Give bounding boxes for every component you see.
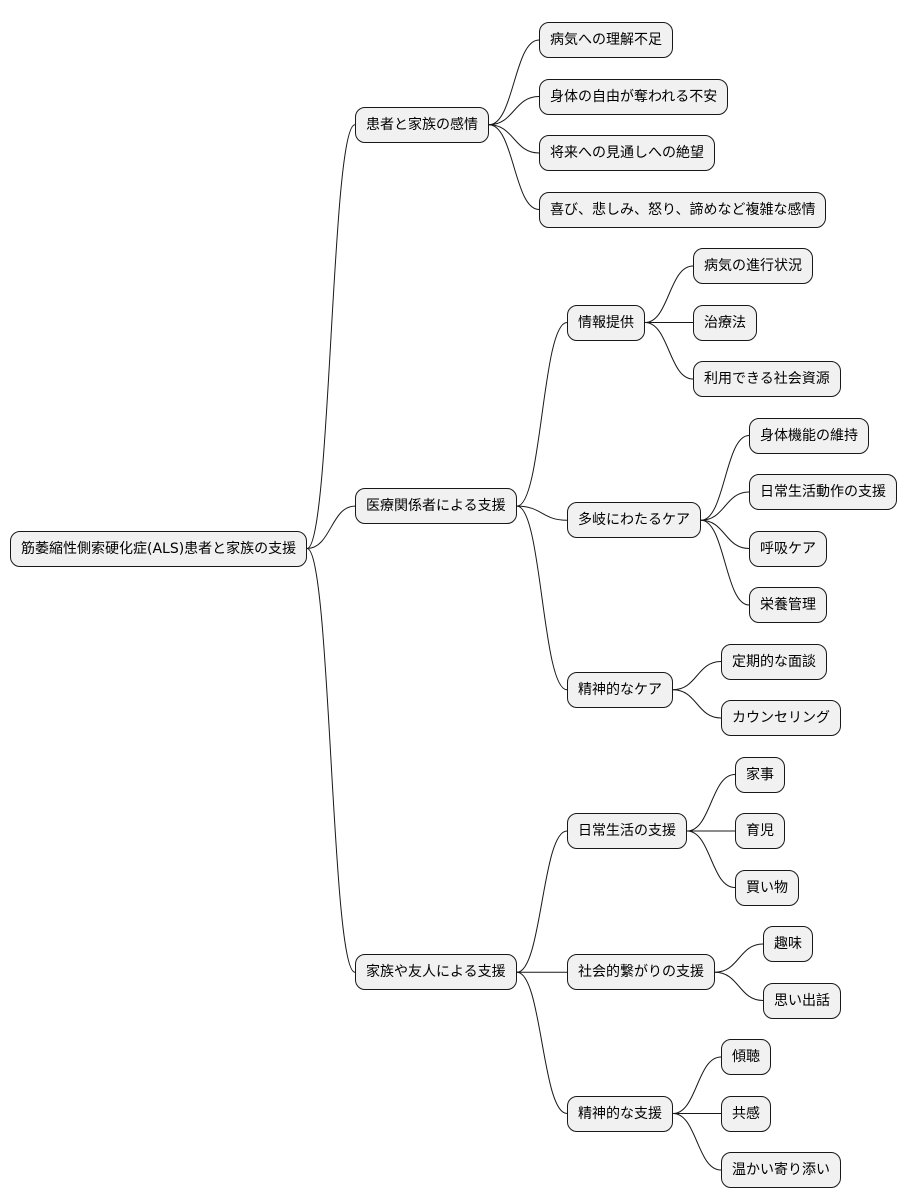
mindmap-node-level-3[interactable]: 傾聴 bbox=[721, 1039, 771, 1075]
mindmap-node-level-3[interactable]: 病気の進行状況 bbox=[693, 248, 813, 284]
mindmap-node-level-2[interactable]: 情報提供 bbox=[567, 304, 645, 341]
mindmap-edge bbox=[644, 265, 694, 323]
mindmap-node-level-3[interactable]: カウンセリング bbox=[721, 700, 841, 736]
mindmap-node-level-3[interactable]: 思い出話 bbox=[763, 982, 841, 1019]
mindmap-edge bbox=[700, 435, 750, 521]
mindmap-node-level-3[interactable]: 治療法 bbox=[693, 304, 757, 341]
mindmap-edge bbox=[516, 505, 568, 521]
mindmap-edge bbox=[686, 774, 736, 832]
mindmap-edge bbox=[516, 971, 568, 1114]
mindmap-edge bbox=[516, 830, 568, 973]
mindmap-node-level-3[interactable]: 育児 bbox=[735, 813, 785, 849]
mindmap-edge bbox=[700, 519, 750, 549]
mindmap-node-level-3[interactable]: 身体機能の維持 bbox=[749, 417, 869, 454]
mindmap-edge bbox=[488, 39, 540, 126]
mindmap-node-level-1[interactable]: 家族や友人による支援 bbox=[355, 954, 517, 991]
mindmap-node-level-2[interactable]: 将来への見通しへの絶望 bbox=[539, 135, 715, 171]
mindmap-node-level-2[interactable]: 社会的繋がりの支援 bbox=[567, 954, 715, 991]
mindmap-edge bbox=[488, 96, 540, 126]
mindmap-node-level-3[interactable]: 家事 bbox=[735, 756, 785, 793]
mindmap-edge bbox=[672, 689, 722, 719]
mindmap-edge bbox=[700, 519, 750, 606]
mindmap-node-level-3[interactable]: 日常生活動作の支援 bbox=[749, 474, 897, 510]
mindmap-node-level-2[interactable]: 喜び、悲しみ、怒り、諦めなど複雑な感情 bbox=[539, 191, 827, 228]
mindmap-node-level-3[interactable]: 温かい寄り添い bbox=[721, 1152, 841, 1188]
mindmap-edge bbox=[488, 124, 540, 210]
mindmap-edge bbox=[672, 1113, 722, 1171]
mindmap-edge bbox=[644, 322, 694, 380]
mindmap-edge bbox=[306, 548, 356, 973]
mindmap-node-level-2[interactable]: 精神的な支援 bbox=[567, 1095, 673, 1132]
mindmap-node-level-2[interactable]: 精神的なケア bbox=[567, 671, 673, 708]
mindmap-edge bbox=[672, 1056, 722, 1114]
mindmap-node-level-3[interactable]: 定期的な面談 bbox=[721, 643, 827, 680]
mindmap-node-level-3[interactable]: 呼吸ケア bbox=[749, 530, 827, 567]
mindmap-edge bbox=[516, 505, 568, 691]
mindmap-edge bbox=[672, 661, 722, 691]
mindmap-node-level-1[interactable]: 医療関係者による支援 bbox=[355, 488, 517, 525]
mindmap-node-level-3[interactable]: 買い物 bbox=[735, 869, 799, 906]
mindmap-node-level-3[interactable]: 趣味 bbox=[763, 926, 813, 962]
mindmap-node-level-2[interactable]: 身体の自由が奪われる不安 bbox=[539, 78, 729, 115]
mindmap-node-level-3[interactable]: 共感 bbox=[721, 1095, 771, 1132]
mindmap-edge bbox=[714, 943, 764, 973]
mindmap-edge bbox=[488, 124, 540, 154]
mindmap-node-level-3[interactable]: 利用できる社会資源 bbox=[693, 361, 841, 397]
mindmap-edge bbox=[714, 971, 764, 1001]
mindmap-node-level-2[interactable]: 日常生活の支援 bbox=[567, 813, 687, 849]
mindmap-edge bbox=[306, 124, 356, 549]
mindmap-edge bbox=[516, 322, 568, 507]
mindmap-node-level-2[interactable]: 病気への理解不足 bbox=[539, 22, 673, 58]
mindmap-root-node[interactable]: 筋萎縮性側索硬化症(ALS)患者と家族の支援 bbox=[10, 530, 308, 567]
mindmap-edge bbox=[306, 505, 356, 549]
mindmap-node-level-2[interactable]: 多岐にわたるケア bbox=[567, 502, 701, 539]
mindmap-node-level-1[interactable]: 患者と家族の感情 bbox=[355, 106, 489, 143]
mindmap-edge bbox=[686, 830, 736, 888]
mindmap-edge bbox=[700, 491, 750, 521]
mindmap-node-level-3[interactable]: 栄養管理 bbox=[749, 587, 827, 623]
